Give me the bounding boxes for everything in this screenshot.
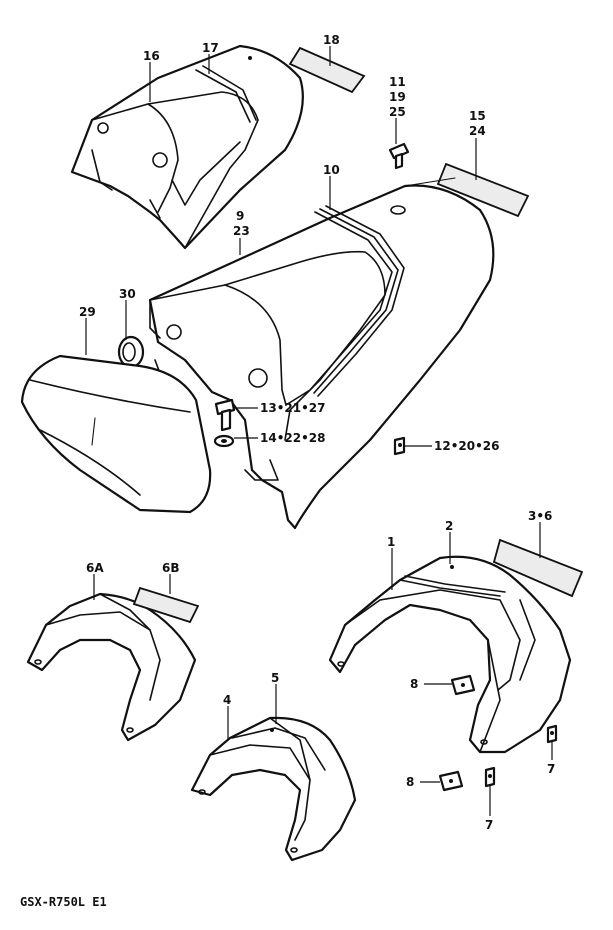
label-25: 25: [389, 105, 406, 119]
part-16-seat-tail-cover[interactable]: [70, 44, 304, 250]
part-3-decal[interactable]: [492, 538, 584, 598]
part-9-seat-cowl[interactable]: [148, 177, 495, 530]
label-11: 11: [389, 75, 406, 89]
model-code: GSX-R750L E1: [20, 895, 107, 909]
part-18-decal[interactable]: [288, 46, 366, 94]
label-15: 15: [469, 109, 486, 123]
label-1: 1: [387, 535, 395, 549]
part-29-seat-pad[interactable]: [20, 354, 212, 514]
part-13-bolt[interactable]: [214, 398, 236, 432]
label-5: 5: [271, 671, 279, 685]
label-29: 29: [79, 305, 96, 319]
part-30-rubber-cushion[interactable]: [117, 335, 145, 369]
part-7-screw-lower[interactable]: [484, 766, 496, 788]
part-6a-tail-cover[interactable]: [26, 592, 197, 742]
part-6b-decal[interactable]: [132, 586, 200, 624]
label-7-right: 7: [547, 762, 555, 776]
label-19: 19: [389, 90, 406, 104]
label-9: 9: [236, 209, 244, 223]
label-12-20-26: 12•20•26: [434, 439, 499, 453]
label-16: 16: [143, 49, 160, 63]
label-17: 17: [202, 41, 219, 55]
part-12-screw[interactable]: [393, 436, 406, 456]
label-10: 10: [323, 163, 340, 177]
part-7-screw-right[interactable]: [546, 724, 558, 744]
label-6a: 6A: [86, 561, 104, 575]
label-18: 18: [323, 33, 340, 47]
part-15-decal[interactable]: [436, 162, 530, 218]
part-1-tail-cover[interactable]: [328, 555, 572, 754]
label-2: 2: [445, 519, 453, 533]
part-labels: 16 17 18 11 19 25 15 24 10 9 23 30 29 13…: [79, 33, 555, 832]
label-24: 24: [469, 124, 486, 138]
label-23: 23: [233, 224, 250, 238]
leader-lines: [85, 46, 553, 816]
label-13-21-27: 13•21•27: [260, 401, 325, 415]
label-8-upper: 8: [410, 677, 418, 691]
label-3-6: 3•6: [528, 509, 552, 523]
part-11-bolt[interactable]: [388, 142, 410, 170]
label-6b: 6B: [162, 561, 180, 575]
part-4-tail-cover[interactable]: [190, 716, 357, 862]
label-8-lower: 8: [406, 775, 414, 789]
label-30: 30: [119, 287, 136, 301]
part-14-washer[interactable]: [213, 434, 235, 448]
part-8-clip-upper[interactable]: [450, 674, 476, 696]
label-7-lower: 7: [485, 818, 493, 832]
part-8-clip-lower[interactable]: [438, 770, 464, 792]
label-4: 4: [223, 693, 231, 707]
label-14-22-28: 14•22•28: [260, 431, 325, 445]
